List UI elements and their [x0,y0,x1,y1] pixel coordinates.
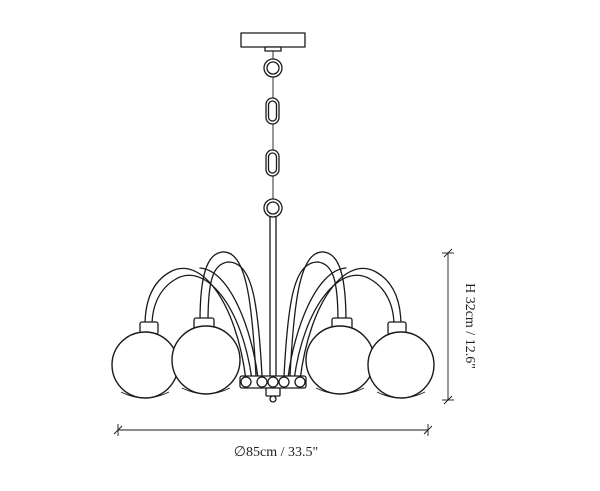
globe-shade-far-left [111,321,179,399]
suspension-chain [263,51,283,218]
height-dimension: H 32cm / 12.6" [442,248,477,405]
height-label: H 32cm / 12.6" [462,283,477,369]
globe-shade-right [305,317,375,395]
globe-shade-left [171,317,241,395]
inner-arms [199,251,347,377]
width-label: ∅85cm / 33.5" [234,445,318,460]
central-stem [269,216,277,379]
width-dimension: ∅85cm / 33.5" [113,424,433,460]
ceiling-canopy [240,32,306,52]
central-hub [239,375,307,403]
globe-shade-far-right [367,321,435,399]
